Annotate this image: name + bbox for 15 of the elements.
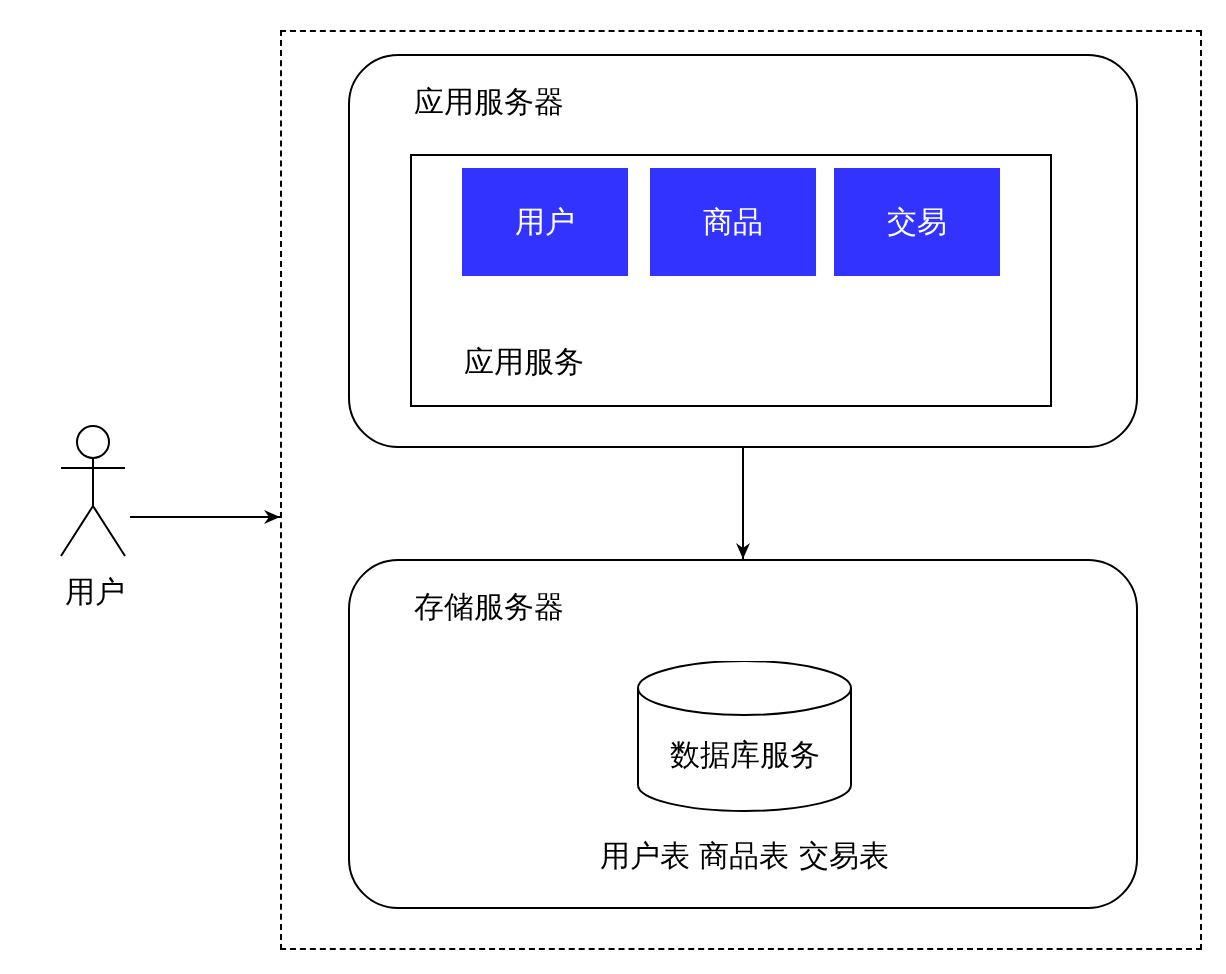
server-box [348,559,1138,909]
person-label: 用户 [64,573,126,611]
cylinder-label: 数据库服务 [668,736,821,774]
service-box [410,154,1052,407]
module-box: 交易 [834,168,1000,276]
box-title: 存储服务器 [414,588,564,626]
server-box [348,54,1138,448]
arrow [736,447,750,560]
dashed-frame [280,30,1202,950]
module-box: 商品 [650,168,816,276]
table-list: 用户表 商品表 交易表 [517,836,972,877]
box-title: 应用服务 [464,343,584,381]
box-title: 应用服务器 [414,83,564,121]
module-box: 用户 [462,168,628,276]
arrow [129,510,281,524]
